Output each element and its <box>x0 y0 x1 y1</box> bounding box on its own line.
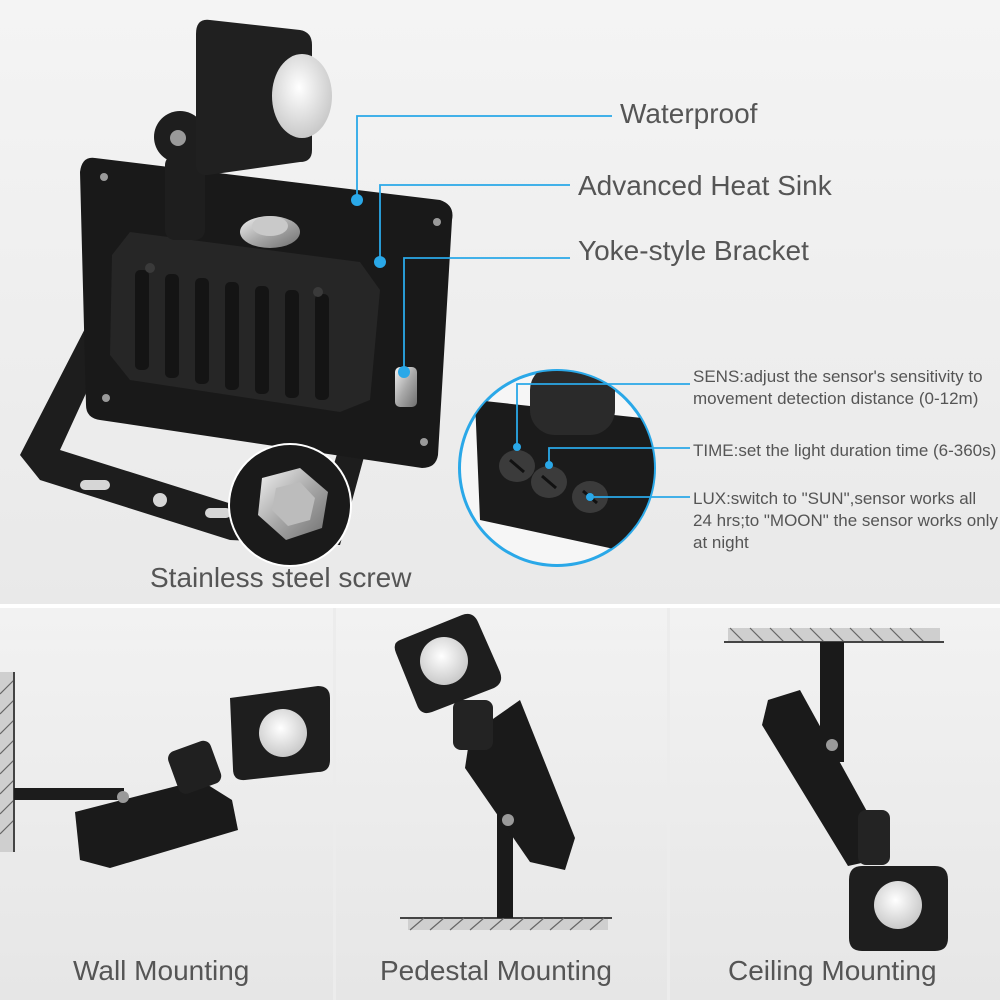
callout-dots <box>351 194 410 378</box>
time-line <box>548 447 690 465</box>
floodlight-main <box>20 19 453 545</box>
sensor-hinge-zoom <box>530 371 615 435</box>
sensor-stem <box>165 155 205 240</box>
note-lux: LUX:switch to "SUN",sensor works all 24 … <box>693 489 998 552</box>
pedestal-pir-lens <box>420 637 468 685</box>
control-panel-body <box>475 400 654 560</box>
waterproof-line <box>356 115 612 200</box>
bracket-hole <box>153 493 167 507</box>
caption-ceiling-mounting: Ceiling Mounting <box>728 955 937 986</box>
wall-mounting-illustration <box>0 672 330 868</box>
bracket-slot <box>80 480 110 490</box>
bracket-line <box>403 257 570 372</box>
bracket-slot <box>205 508 231 518</box>
pir-sensor-head <box>196 19 312 176</box>
housing-screws <box>100 173 441 446</box>
note-time: TIME:set the light duration time (6-360s… <box>693 441 997 460</box>
wall-surface <box>0 672 14 852</box>
wall-floodlight-body <box>75 780 238 868</box>
note-sens: SENS:adjust the sensor's sensitivity to … <box>693 367 983 408</box>
caption-wall-mounting: Wall Mounting <box>73 955 250 986</box>
ceiling-pir-lens <box>874 881 922 929</box>
wall-pir-lens <box>259 709 307 757</box>
yoke-bracket <box>20 315 385 545</box>
callout-heat-sink: Advanced Heat Sink <box>578 170 832 201</box>
wall-bracket <box>14 788 124 800</box>
callout-lines <box>356 115 690 498</box>
heat-sink-line <box>379 184 570 262</box>
ceiling-mounting-illustration <box>724 627 948 951</box>
ceiling-floodlight-body <box>762 690 880 866</box>
lux-marker <box>586 493 594 501</box>
screw-zoom <box>228 443 352 567</box>
callout-waterproof: Waterproof <box>620 98 758 129</box>
pir-lens <box>272 54 332 138</box>
sensor-controls-zoom <box>458 369 656 567</box>
heat-sink-fins <box>135 270 329 400</box>
pedestal-mounting-illustration <box>394 613 612 931</box>
callout-screw: Stainless steel screw <box>150 562 412 593</box>
ceiling-surface <box>728 628 940 642</box>
sens-line <box>516 383 690 447</box>
caption-pedestal-mounting: Pedestal Mounting <box>380 955 612 986</box>
ground-surface <box>408 918 608 930</box>
side-screw <box>395 367 417 407</box>
section-divider <box>0 604 1000 608</box>
callout-bracket: Yoke-style Bracket <box>578 235 809 266</box>
